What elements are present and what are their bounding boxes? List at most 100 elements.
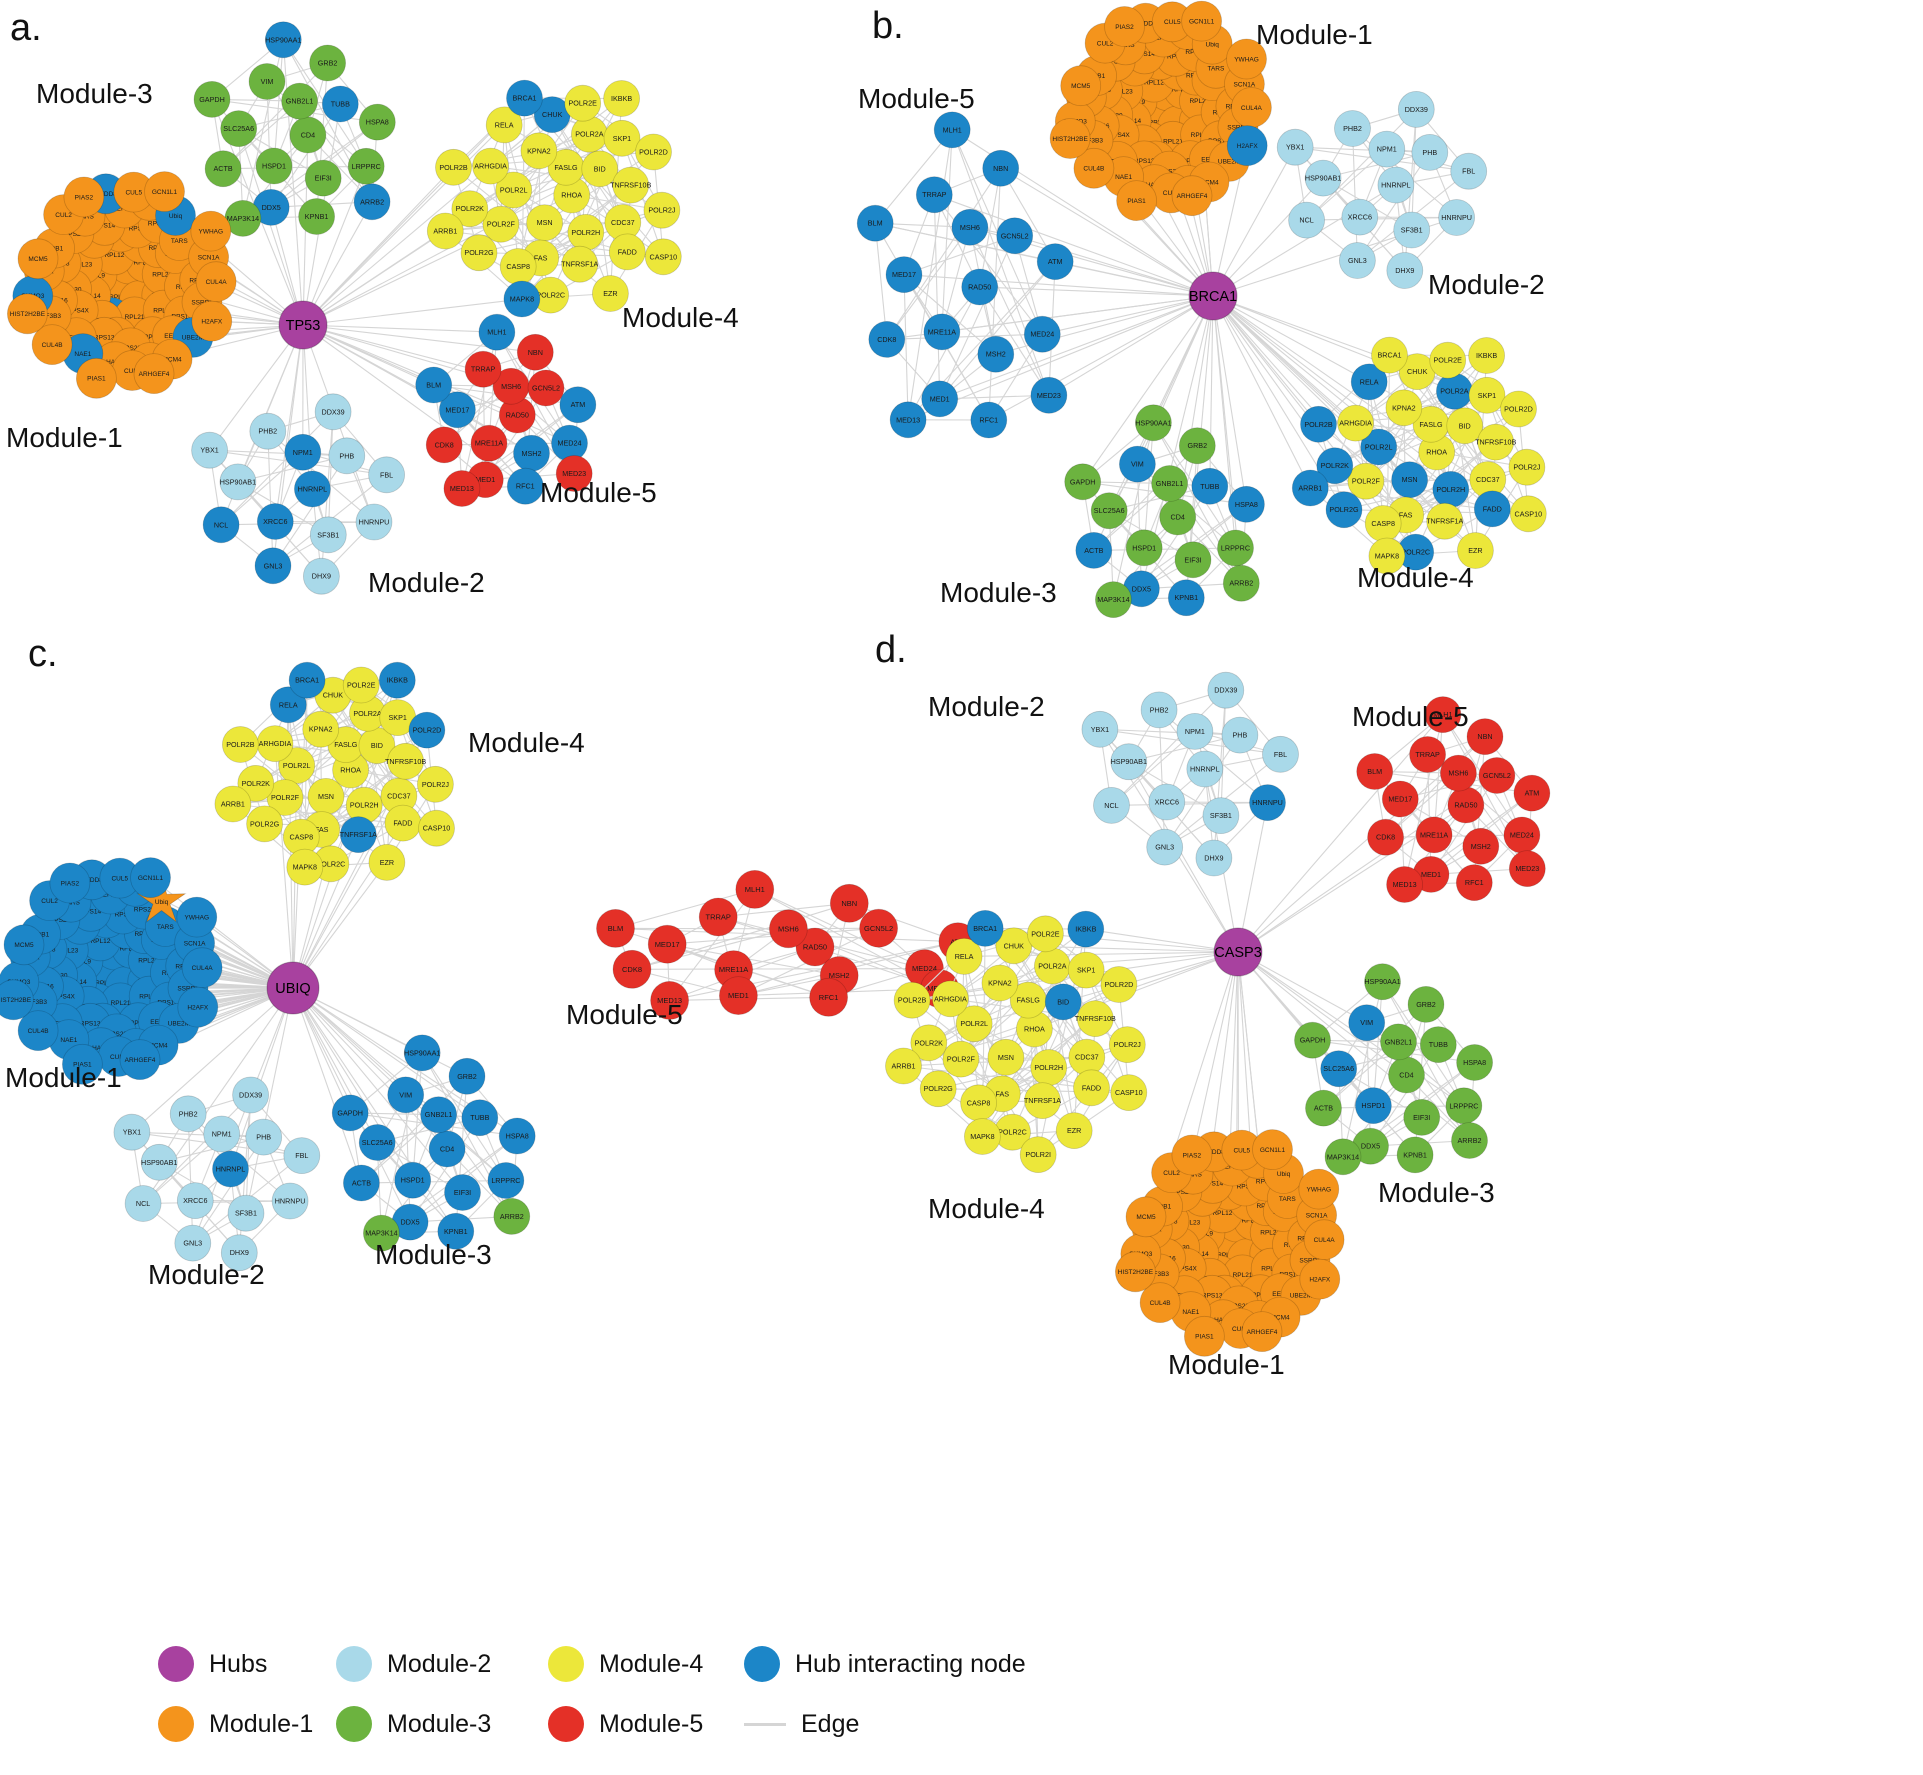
gene-node-label: TNFRSF10B — [1075, 1014, 1116, 1023]
gene-node-MSH2: MSH2 — [1462, 827, 1500, 865]
gene-node-PHB2: PHB2 — [1334, 110, 1371, 147]
gene-node-MSH2: MSH2 — [977, 335, 1015, 373]
gene-node-label: POLR2E — [1031, 929, 1060, 938]
gene-node-label: RAD50 — [1454, 801, 1477, 810]
gene-node-label: POLR2B — [226, 740, 255, 749]
gene-node-HSPA8: HSPA8 — [1228, 485, 1265, 523]
gene-node-label: TUBB — [1200, 482, 1219, 491]
gene-node-TRRAP: TRRAP — [915, 176, 953, 214]
gene-node-label: HIST2H2BE — [1052, 136, 1088, 143]
gene-node-IKBKB: IKBKB — [378, 661, 416, 699]
module-label-c-module-2: Module-2 — [148, 1259, 265, 1290]
gene-node-label: FASLG — [1017, 996, 1041, 1005]
gene-node-label: RPS6 — [1167, 54, 1184, 61]
panel-d-module-3-nodes: CD4HSPD1GNB2L1EIF3ISLC25A6TUBBDDX5VIMLRP… — [1294, 963, 1493, 1176]
gene-node-label: RFC1 — [1465, 878, 1484, 887]
gene-node-label: POLR2A — [575, 130, 604, 139]
gene-node-HSPD1: HSPD1 — [255, 147, 293, 185]
gene-node-label: POLR2J — [648, 206, 676, 215]
gene-node-DDX39: DDX39 — [232, 1076, 270, 1114]
gene-node-label: CD4 — [1171, 513, 1185, 522]
gene-node-label: ACTB — [1084, 546, 1103, 555]
gene-node-label: VIM — [261, 77, 274, 86]
gene-node-label: BRCA1 — [973, 924, 997, 933]
gene-node-label: POLR2L — [283, 761, 311, 770]
gene-node-BLM: BLM — [596, 909, 635, 948]
gene-node-H2AFX: H2AFX — [1299, 1258, 1341, 1300]
gene-node-label: RELA — [279, 700, 298, 709]
gene-node-label: HSP90AB1 — [1111, 757, 1147, 766]
gene-node-label: RHOA — [1024, 1025, 1045, 1034]
gene-node-label: CUL2 — [41, 898, 58, 905]
gene-node-label: CDK8 — [877, 335, 896, 344]
gene-node-label: CD4 — [1399, 1071, 1413, 1080]
gene-node-label: SF3B1 — [1401, 226, 1423, 235]
gene-node-GRB2: GRB2 — [1407, 986, 1445, 1023]
gene-node-label: TNFRSF1A — [1024, 1096, 1061, 1105]
gene-node-label: RELA — [495, 120, 514, 129]
gene-node-POLR2E: POLR2E — [564, 84, 602, 122]
legend-label: Hub interacting node — [795, 1649, 1026, 1678]
gene-node-label: CASP8 — [290, 833, 314, 842]
gene-node-EZR: EZR — [592, 275, 629, 312]
gene-node-label: XRCC6 — [263, 517, 287, 526]
gene-node-HIST2H2BE: HIST2H2BE — [6, 293, 48, 335]
gene-node-LRPPRC: LRPPRC — [1217, 529, 1254, 567]
gene-node-label: MLH1 — [745, 885, 765, 894]
gene-node-label: DHX9 — [1204, 854, 1223, 863]
gene-node-label: RPS6 — [115, 911, 132, 918]
gene-node-CDK8: CDK8 — [425, 426, 463, 464]
gene-node-label: BID — [1459, 421, 1471, 430]
gene-node-NCL: NCL — [1288, 201, 1325, 239]
gene-node-label: NCL — [136, 1199, 150, 1208]
gene-node-label: YBX1 — [1286, 143, 1304, 152]
gene-node-label: MED24 — [912, 964, 937, 973]
gene-node-POLR2A: POLR2A — [571, 115, 608, 153]
gene-node-MED23: MED23 — [555, 455, 593, 492]
gene-node-KPNB1: KPNB1 — [437, 1212, 475, 1250]
panel-c-module-2-nodes: HNRNPLXRCC6NPM1SF3B1HSP90AB1PHBGNL3PHB2H… — [113, 1076, 321, 1272]
gene-node-LRPPRC: LRPPRC — [1445, 1087, 1483, 1125]
gene-node-FADD: FADD — [384, 804, 422, 842]
gene-node-label: RPS15A — [171, 313, 197, 320]
gene-node-label: NBN — [528, 348, 543, 357]
gene-node-label: GNB2L1 — [425, 1110, 453, 1119]
gene-node-CUL5: CUL5 — [1151, 1, 1193, 43]
gene-node-label: GCN5L2 — [532, 384, 560, 393]
gene-node-label: ARHGDIA — [259, 739, 292, 748]
gene-node-FASLG: FASLG — [547, 148, 585, 186]
gene-node-label: MAP3K14 — [227, 214, 259, 223]
gene-node-label: RPL21 — [1163, 139, 1183, 146]
gene-node-DDX5: DDX5 — [1123, 570, 1160, 608]
gene-node-label: HNRNPU — [359, 518, 390, 527]
gene-node-ACTB: ACTB — [342, 1164, 380, 1202]
gene-node-EIF3I: EIF3I — [1403, 1099, 1441, 1136]
gene-node-ARRB1: ARRB1 — [426, 212, 464, 250]
gene-node-MSH6: MSH6 — [1440, 754, 1477, 792]
gene-node-PHB: PHB — [1221, 716, 1259, 754]
gene-node-label: CUL1 — [124, 368, 141, 375]
gene-node-RFC1: RFC1 — [970, 401, 1008, 439]
gene-node-label: SCN1A — [1306, 1212, 1328, 1219]
gene-node-label: PHB2 — [258, 427, 277, 436]
gene-node-GAPDH: GAPDH — [1064, 463, 1102, 501]
gene-node-RELA: RELA — [1350, 363, 1388, 401]
gene-node-label: SF3B3 — [1149, 1271, 1169, 1278]
gene-node-CD4: CD4 — [1388, 1056, 1425, 1094]
gene-node-GCN5L2: GCN5L2 — [1478, 757, 1516, 794]
gene-node-label: EZR — [603, 289, 617, 298]
gene-node-label: RPL24 — [138, 958, 158, 965]
gene-node-label: RAD50 — [803, 943, 827, 952]
gene-node-label: RPL24 — [1260, 1230, 1280, 1237]
gene-node-label: GNB2L1 — [1156, 479, 1184, 488]
gene-node-DHX9: DHX9 — [302, 557, 340, 595]
gene-node-CASP8: CASP8 — [960, 1084, 997, 1122]
gene-node-label: CUL1 — [1163, 190, 1180, 197]
edge-swatch — [744, 1722, 786, 1726]
gene-node-NPM1: NPM1 — [1368, 130, 1406, 168]
gene-node-label: PHB — [1422, 148, 1437, 157]
gene-node-ARRB2: ARRB2 — [353, 183, 391, 221]
gene-node-HSPA8: HSPA8 — [358, 103, 396, 141]
gene-node-PIAS2: PIAS2 — [49, 862, 91, 904]
